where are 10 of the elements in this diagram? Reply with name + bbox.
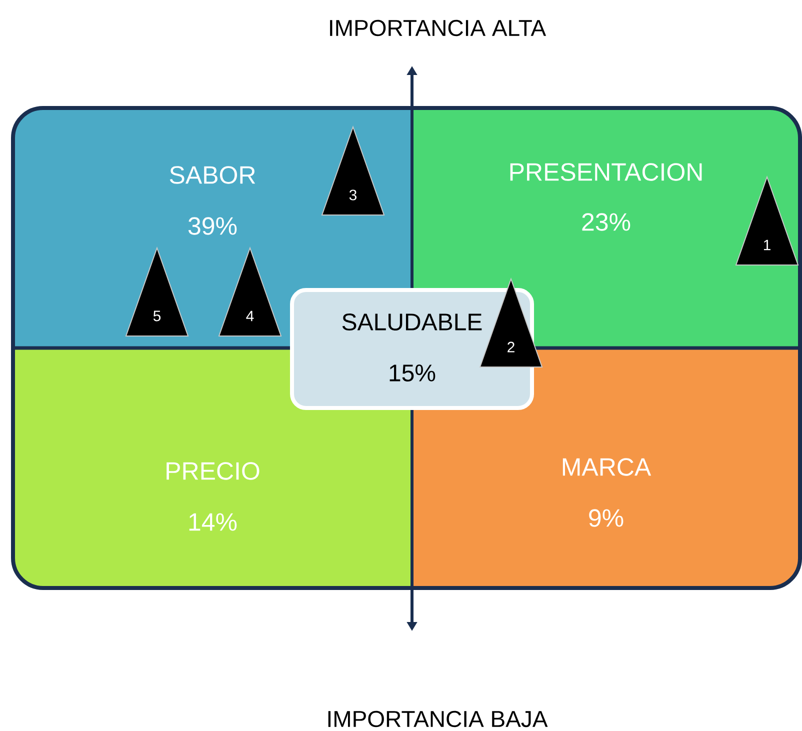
percentage-label: 14% [189, 513, 237, 531]
percentage-label: 39% [188, 217, 237, 235]
percentage-label: 9% [589, 509, 624, 527]
axis-label: IMPORTANCIA ALTA [330, 20, 546, 36]
axis-label: IMPORTANCIA BAJA [328, 710, 548, 728]
category-label: MARCA [562, 458, 652, 476]
category-label: PRESENTACION [510, 163, 702, 181]
category-label: PRECIO [166, 462, 260, 480]
percentage-label: 23% [582, 213, 630, 231]
category-label: SABOR [170, 166, 256, 184]
